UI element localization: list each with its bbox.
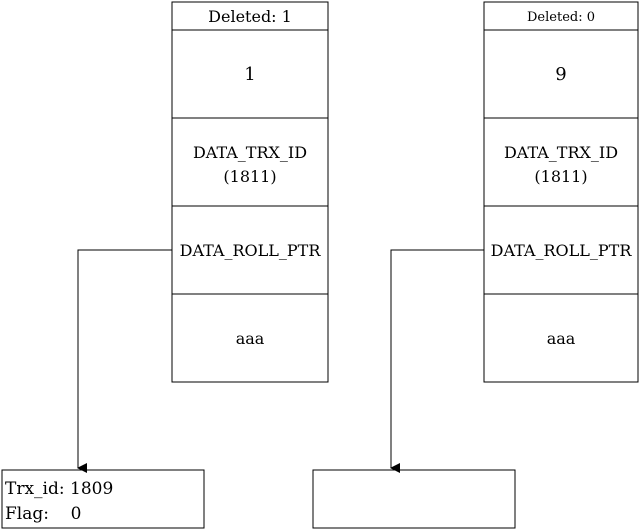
record-right-data: aaa: [547, 329, 576, 348]
record-left-data-cell: [171, 293, 329, 383]
undo-record-left-box: [1, 469, 205, 529]
record-left-trx-label: DATA_TRX_ID: [193, 143, 307, 162]
undo-record-left-line2: Flag: 0: [5, 504, 81, 524]
rollptr-connector-left: [77, 249, 172, 473]
record-left-data: aaa: [236, 329, 265, 348]
record-right-trx-label: DATA_TRX_ID: [504, 143, 618, 162]
rollptr-connector-right: [390, 249, 484, 473]
record-left-rollptr-label: DATA_ROLL_PTR: [180, 241, 322, 260]
record-left-header: Deleted: 1: [208, 7, 292, 26]
record-left: Deleted: 1 1 DATA_TRX_ID (1811) DATA_ROL…: [171, 1, 329, 383]
undo-record-left: Trx_id: 1809 Flag: 0: [1, 469, 205, 529]
record-right-rollptr-label: DATA_ROLL_PTR: [491, 241, 633, 260]
undo-record-left-line1: Trx_id: 1809: [5, 479, 113, 499]
record-left-value: 1: [244, 64, 255, 85]
record-right: Deleted: 0 9 DATA_TRX_ID (1811) DATA_ROL…: [483, 1, 639, 383]
record-right-data-cell: [483, 293, 639, 383]
record-left-trx-value: (1811): [223, 167, 276, 186]
record-right-trx-cell: [483, 117, 639, 207]
record-left-trx-cell: [171, 117, 329, 207]
undo-record-right: [312, 469, 516, 529]
record-right-value: 9: [555, 64, 566, 85]
record-right-header: Deleted: 0: [527, 10, 595, 25]
record-right-trx-value: (1811): [534, 167, 587, 186]
undo-record-right-box: [312, 469, 516, 529]
